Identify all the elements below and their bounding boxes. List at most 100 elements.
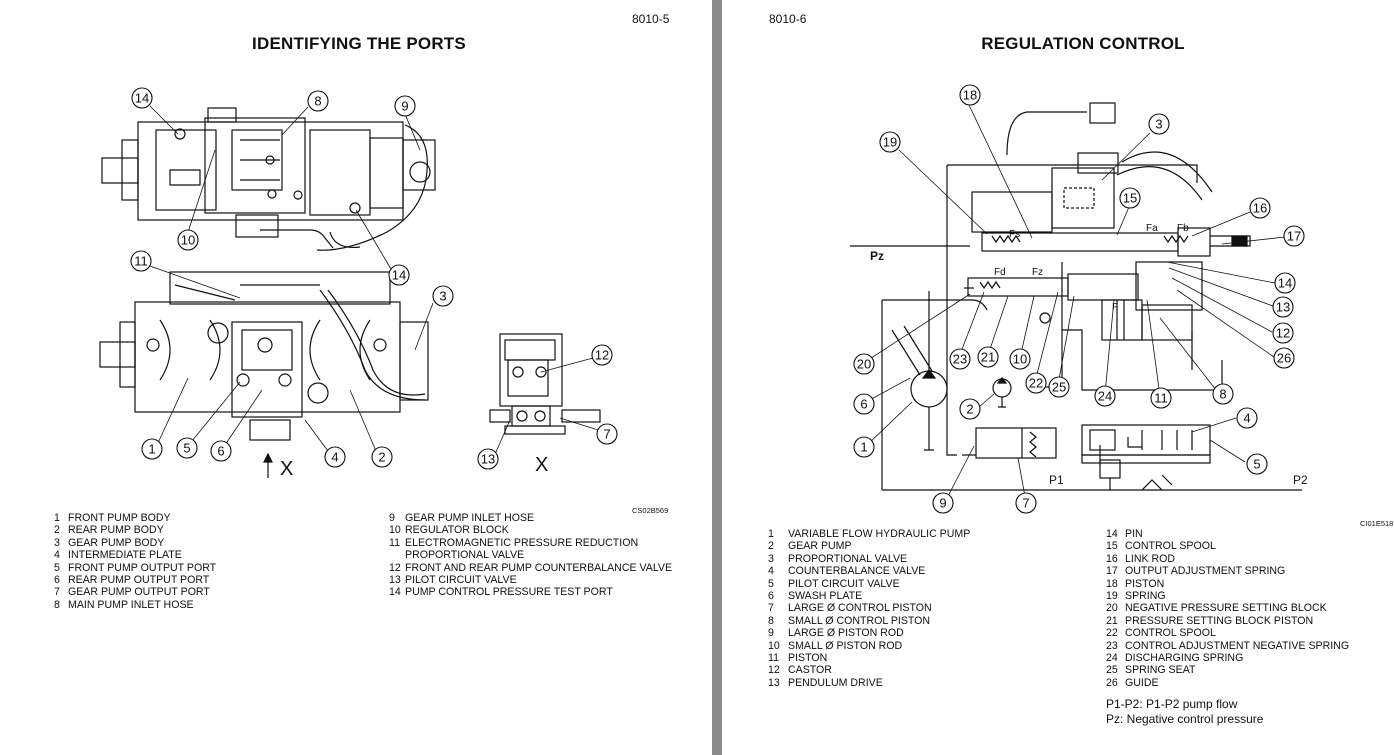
callout-13: 13 [477,448,499,470]
label-fd: Fd [994,267,1006,278]
callout-12: 12 [591,344,613,366]
right-page: 8010-6 REGULATION CONTROL [722,0,1394,755]
regulation-circuit-diagram: Pz P1 P2 Fs Fa Fb Fd Fz F 18 3 19 15 16 … [850,84,1308,514]
callout-23: 23 [949,348,971,370]
label-p2: P2 [1293,473,1308,487]
callout-7: 7 [1015,492,1037,514]
svg-text:4: 4 [331,450,338,465]
view-mark-x-front: X [280,458,293,480]
svg-text:1: 1 [860,440,867,455]
callout-24: 24 [1094,385,1116,407]
label-f: F [1112,302,1118,313]
svg-text:8: 8 [314,94,321,109]
callout-10: 10 [1009,348,1031,370]
callout-5: 5 [1246,453,1268,475]
page-number: 8010-5 [632,12,670,26]
svg-text:3: 3 [1155,117,1162,132]
svg-text:6: 6 [860,397,867,412]
label-fs: Fs [1009,229,1020,240]
svg-text:7: 7 [1022,496,1029,511]
svg-text:2: 2 [378,450,385,465]
callout-25: 25 [1048,376,1070,398]
svg-text:12: 12 [1276,326,1290,341]
svg-text:16: 16 [1253,201,1267,216]
callout-18: 18 [959,84,981,106]
callout-8: 8 [307,90,329,112]
callout-2: 2 [959,398,981,420]
page-title: REGULATION CONTROL [981,34,1185,53]
callout-9: 9 [932,492,954,514]
callout-26: 26 [1273,347,1295,369]
callout-13: 13 [1272,296,1294,318]
svg-text:7: 7 [603,427,610,442]
callout-11: 11 [130,250,152,272]
label-fb: Fb [1177,223,1189,234]
figure-code: CS02B569 [632,506,669,515]
callout-3: 3 [432,285,454,307]
pressure-note: Pz: Negative control pressure [1106,712,1264,726]
svg-text:10: 10 [1013,352,1027,367]
callout-12: 12 [1272,322,1294,344]
callout-1: 1 [853,436,875,458]
svg-text:5: 5 [1253,457,1260,472]
callout-8: 8 [1212,383,1234,405]
callout-11: 11 [1150,387,1172,409]
callout-14: 14 [1274,272,1296,294]
svg-text:9: 9 [939,496,946,511]
callout-15: 15 [1119,187,1141,209]
svg-text:19: 19 [883,135,897,150]
callout-6: 6 [210,440,232,462]
svg-text:10: 10 [181,233,195,248]
svg-text:6: 6 [217,444,224,459]
callout-3: 3 [1148,113,1170,135]
figure-code: CI01E518 [1360,519,1394,528]
svg-text:3: 3 [439,289,446,304]
callout-21: 21 [977,346,999,368]
svg-text:12: 12 [595,348,609,363]
callout-14-bottom: 14 [388,264,410,286]
label-p1: P1 [1049,473,1064,487]
callout-9: 9 [394,95,416,117]
label-pz: Pz [870,249,884,263]
svg-text:14: 14 [1278,276,1292,291]
svg-text:9: 9 [401,99,408,114]
svg-text:22: 22 [1029,376,1043,391]
callout-5: 5 [176,437,198,459]
page-divider [712,0,722,755]
view-mark-x-side: X [535,454,548,476]
callout-4: 4 [1236,407,1258,429]
callout-17: 17 [1283,225,1305,247]
label-fz: Fz [1032,267,1043,278]
